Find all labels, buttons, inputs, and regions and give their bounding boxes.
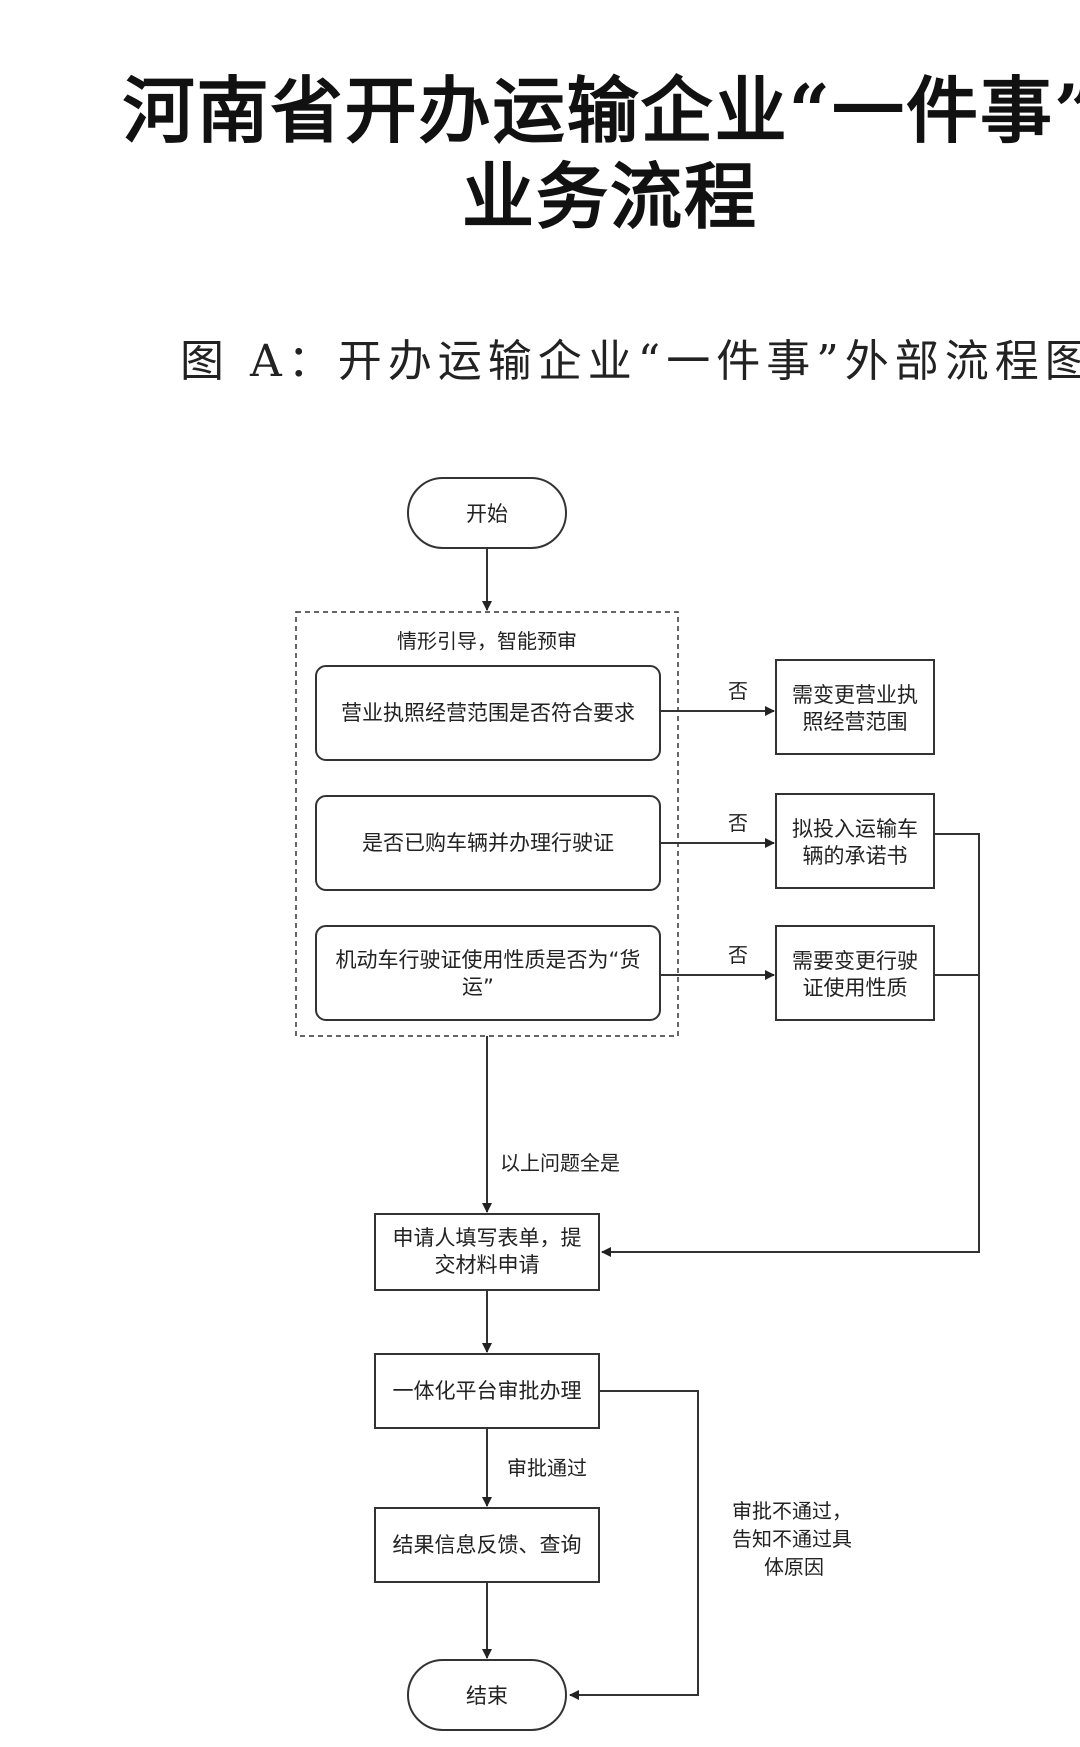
- end-node: [407, 1659, 567, 1731]
- check-business-scope-label: 营业执照经营范围是否符合要求: [341, 701, 635, 725]
- result-node-label: 结果信息反馈、查询: [393, 1533, 582, 1557]
- outcome-commitment-letter: [775, 793, 935, 889]
- outcome-change-scope-label-2: 照经营范围: [803, 710, 908, 734]
- edge-no-2-label: 否: [728, 811, 748, 835]
- outcome-change-scope-label-1: 需变更营业执: [792, 683, 918, 707]
- edge-all-yes-label: 以上问题全是: [500, 1151, 620, 1175]
- figure-caption: 图 A：开办运输企业“一件事”外部流程图: [180, 336, 1080, 387]
- check-usage-nature-label-2: 运”: [462, 975, 494, 999]
- outcome-commitment-letter-label-2: 辆的承诺书: [803, 844, 908, 868]
- edge-approved-label: 审批通过: [507, 1456, 587, 1480]
- approve-node: [374, 1353, 600, 1429]
- start-node-label: 开始: [466, 502, 508, 526]
- outcome-change-usage-label-2: 证使用性质: [803, 976, 908, 1000]
- edge-no-1-label: 否: [728, 679, 748, 703]
- precheck-group: [295, 611, 679, 1037]
- edge-rejected-label-1: 审批不通过，: [732, 1499, 852, 1523]
- edge-rejected-label-2: 告知不通过具: [732, 1527, 852, 1551]
- page-title-line-1: 河南省开办运输企业“一件事”: [122, 68, 1080, 153]
- edge-rejected-label-3: 体原因: [764, 1555, 824, 1579]
- outcome-change-usage: [775, 925, 935, 1021]
- check-business-scope: [315, 665, 661, 761]
- check-vehicle-license-label: 是否已购车辆并办理行驶证: [362, 831, 614, 855]
- outcome-commitment-letter-label-1: 拟投入运输车: [792, 817, 918, 841]
- outcome-change-usage-label-1: 需要变更行驶: [792, 949, 918, 973]
- apply-node: [374, 1213, 600, 1291]
- check-usage-nature: [315, 925, 661, 1021]
- edge-no-3-label: 否: [728, 943, 748, 967]
- approve-node-label: 一体化平台审批办理: [393, 1379, 582, 1403]
- page-title-line-2: 业务流程: [461, 154, 758, 239]
- outcome-change-scope: [775, 659, 935, 755]
- check-usage-nature-label-1: 机动车行驶证使用性质是否为“货: [336, 948, 641, 972]
- end-node-label: 结束: [466, 1684, 508, 1708]
- apply-node-label-1: 申请人填写表单，提: [393, 1226, 582, 1250]
- apply-node-label-2: 交材料申请: [435, 1253, 540, 1277]
- edge-rejected: [569, 1390, 699, 1700]
- result-node: [374, 1507, 600, 1583]
- precheck-group-label: 情形引导，智能预审: [397, 629, 577, 653]
- edge-outcomes-to-apply: [601, 833, 980, 1257]
